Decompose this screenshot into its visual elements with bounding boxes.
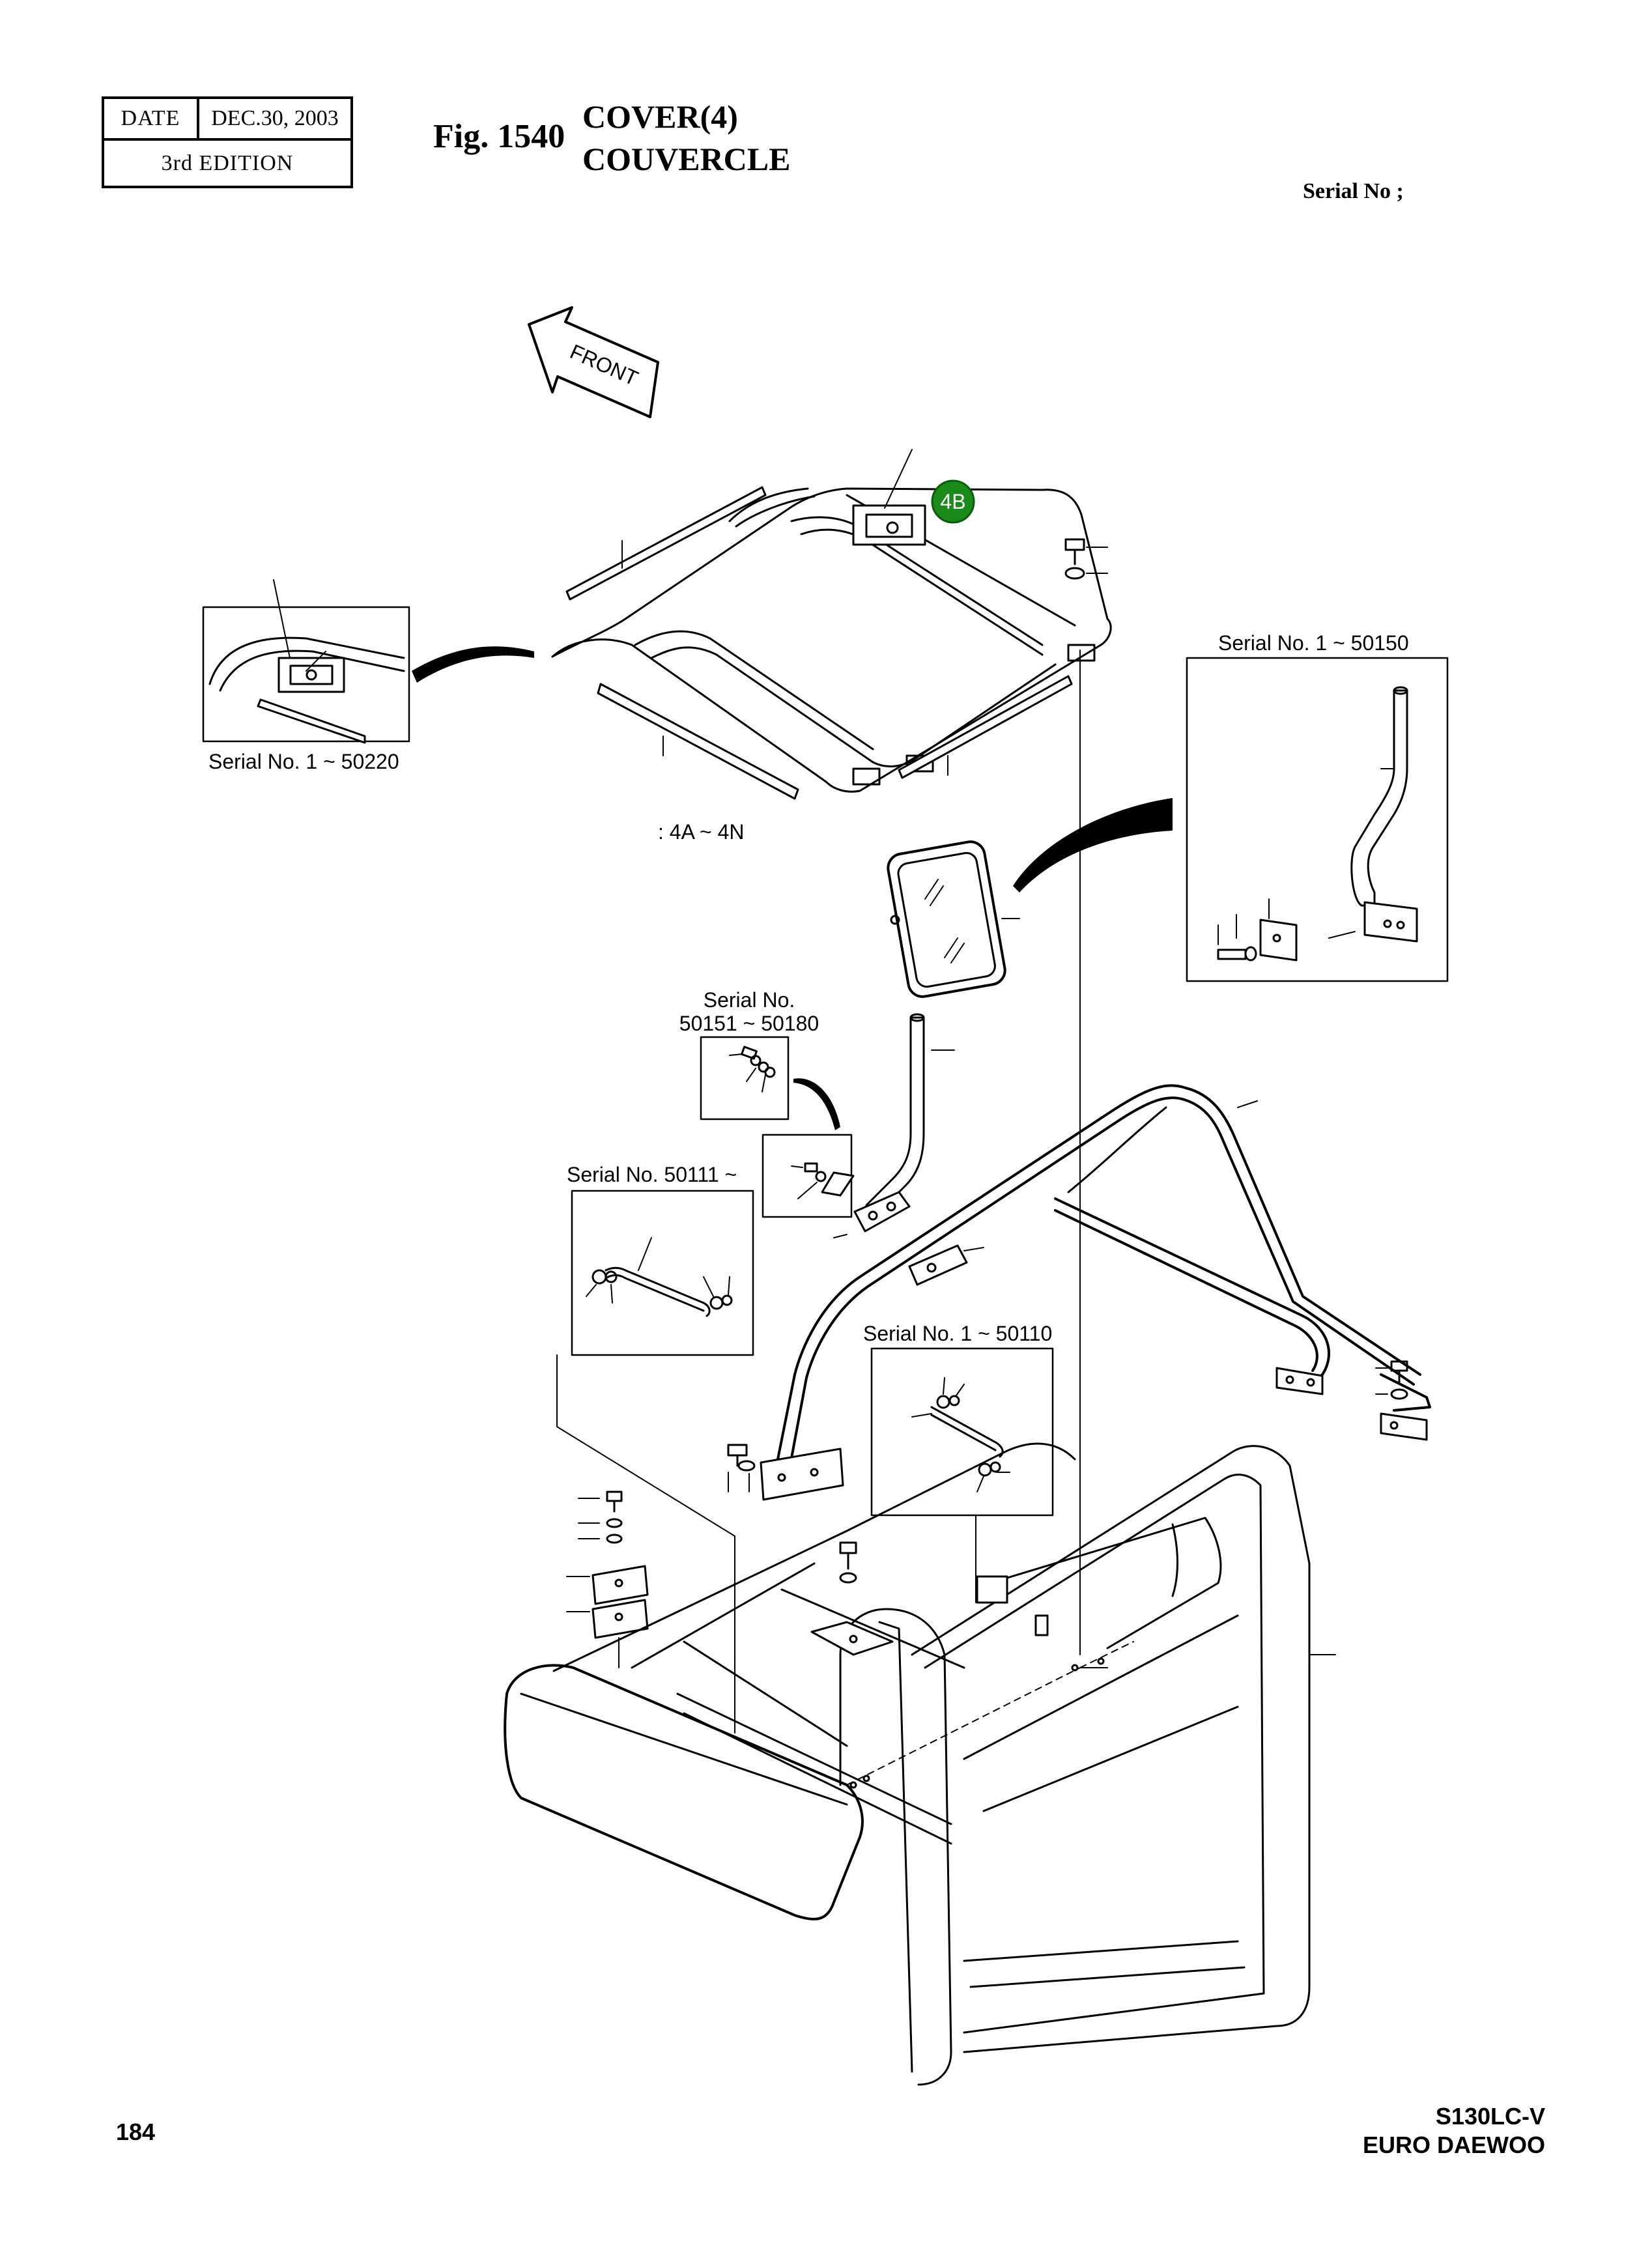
- date-label: DATE: [104, 99, 199, 138]
- rail-bolts: [727, 1360, 1408, 1492]
- guard-rail: [760, 1084, 1431, 1501]
- top-cover-panel: [551, 487, 1112, 793]
- callout-badge-4b: 4B: [931, 479, 975, 524]
- date-edition-box: DATE DEC.30, 2003 3rd EDITION: [102, 96, 353, 188]
- part-range-note: : 4A ~ 4N: [658, 820, 745, 844]
- serial-label-1-50220: Serial No. 1 ~ 50220: [208, 750, 399, 773]
- rear-view-mirror: [887, 840, 1020, 998]
- date-value: DEC.30, 2003: [211, 106, 339, 130]
- seal-strips: [565, 486, 1073, 800]
- bolt-inset-pointer-arrow: [793, 1078, 840, 1130]
- reference-lines: [556, 649, 1134, 1786]
- serial-label-50151-line1: Serial No.: [704, 988, 795, 1012]
- mirror-pointer-arrow: [1013, 798, 1173, 892]
- model-name: S130LC-V: [1435, 2103, 1545, 2130]
- inset-rod-late: [571, 1190, 754, 1356]
- serial-label-50111: Serial No. 50111 ~: [567, 1163, 737, 1186]
- inset-stay-bolt: [762, 1134, 855, 1218]
- front-arrow-icon: FRONT: [528, 306, 659, 418]
- serial-number-header: Serial No ;: [1303, 179, 1404, 203]
- mirror-stay: [865, 1013, 955, 1213]
- inset-pointer-arrow: [412, 646, 534, 683]
- page-number: 184: [116, 2118, 156, 2145]
- serial-label-1-50110: Serial No. 1 ~ 50110: [863, 1322, 1052, 1345]
- frame-brackets: [810, 1541, 1108, 1789]
- serial-label-1-50150: Serial No. 1 ~ 50150: [1218, 631, 1409, 655]
- figure-number: Fig. 1540: [433, 118, 565, 155]
- figure-title-french: COUVERCLE: [582, 141, 791, 177]
- date-row: DATE DEC.30, 2003: [104, 99, 350, 141]
- mount-pads: [833, 1191, 984, 1286]
- cover-bolt: [1064, 538, 1085, 580]
- manufacturer-name: EURO DAEWOO: [1362, 2132, 1545, 2158]
- inset-mirror-stay-early: [1186, 657, 1449, 982]
- figure-title-english: COVER(4): [582, 98, 738, 135]
- inset-latch-detail: [202, 579, 410, 744]
- guard-frame: [504, 1442, 1336, 2086]
- inset-bolt-detail: [700, 1036, 790, 1120]
- serial-label-50151-line2: 50151 ~ 50180: [679, 1012, 819, 1035]
- callout-badge-label: 4B: [940, 490, 965, 513]
- inset-rod-early: [870, 1347, 1054, 1517]
- edition-label: 3rd EDITION: [161, 150, 294, 175]
- left-hardware-stack: [566, 1491, 649, 1668]
